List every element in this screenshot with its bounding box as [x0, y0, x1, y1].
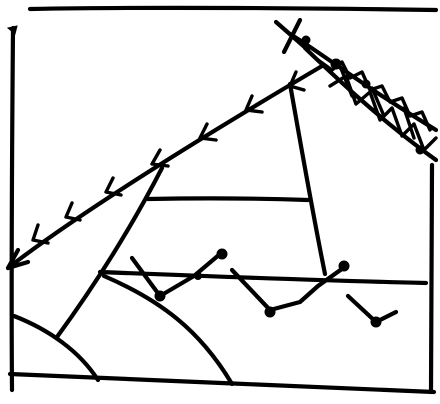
frame-top-edge: [30, 8, 436, 10]
frame-right-edge: [431, 165, 432, 392]
zigzag-dot-2: [217, 249, 227, 259]
corner-arcs: [14, 276, 232, 384]
zigzag-dot-1: [155, 291, 165, 301]
arrow-chevron-4: [152, 150, 168, 166]
zigzag-dot-5: [371, 317, 381, 327]
zigzag-segment-3: [348, 296, 396, 322]
inner-arc: [14, 316, 98, 380]
inner-right-slant: [290, 84, 325, 274]
arrow-line: [8, 66, 322, 268]
zigzag-segment-2: [232, 266, 346, 310]
inner-shape: [57, 84, 426, 337]
band-dot-2: [362, 80, 370, 88]
band-dot-4: [302, 36, 310, 44]
frame-left-edge: [12, 28, 13, 390]
zigzag-dot-4: [339, 261, 349, 271]
band-dot-1: [331, 59, 341, 69]
frame-bottom-edge: [10, 374, 434, 392]
band-dot-3: [416, 146, 424, 154]
inner-middle-rung: [148, 198, 308, 200]
zigzag-dot-6: [195, 273, 202, 280]
zigzag-dot-3: [265, 307, 275, 317]
